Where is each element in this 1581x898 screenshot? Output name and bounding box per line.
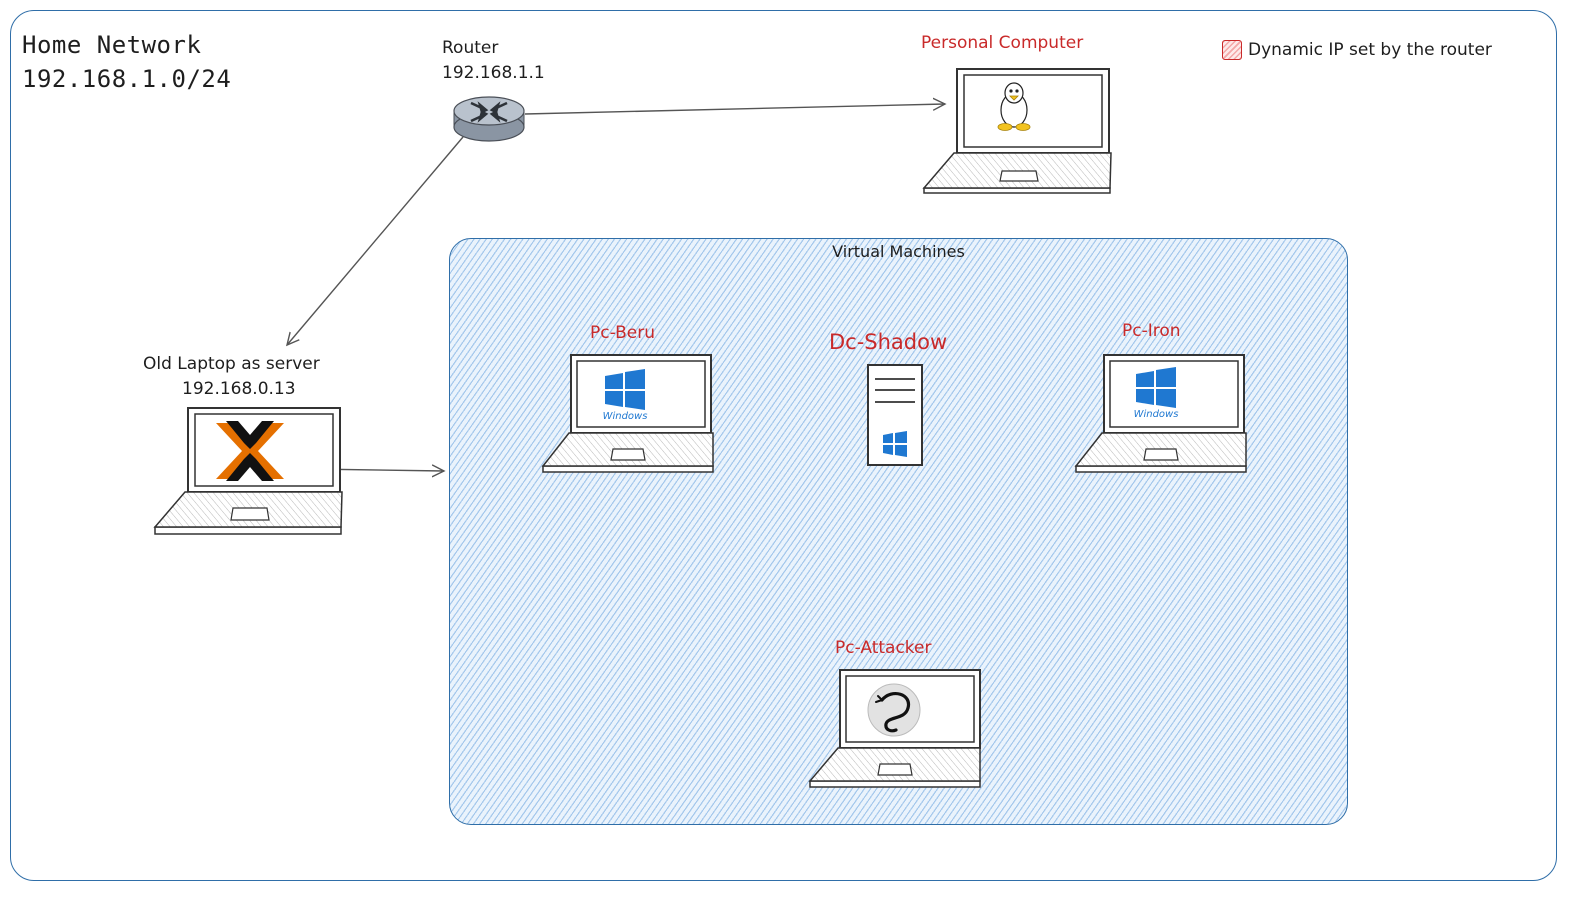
router-ip: 192.168.1.1: [442, 63, 545, 83]
personal-computer-laptop[interactable]: [922, 68, 1116, 194]
home-network-frame: [10, 10, 1557, 881]
network-title-block: Home Network 192.168.1.0/24: [22, 28, 231, 96]
kali-dragon-icon: [867, 683, 921, 737]
vm-shadow-server-tower[interactable]: [867, 364, 923, 466]
server-label: Old Laptop as server: [143, 354, 320, 374]
vm-attacker-laptop[interactable]: [808, 669, 981, 788]
connector-router-to-pc[interactable]: [524, 104, 945, 115]
vm-beru-label: Pc-Beru: [590, 323, 656, 343]
vm-iron-os-label: Windows: [1134, 409, 1179, 420]
proxmox-icon: [216, 421, 284, 481]
personal-computer-label: Personal Computer: [921, 33, 1084, 53]
connector-router-to-server[interactable]: [287, 136, 464, 345]
vm-beru-os-label: Windows: [603, 411, 648, 422]
vm-beru-laptop[interactable]: Windows: [541, 354, 714, 473]
legend-text: Dynamic IP set by the router: [1248, 40, 1492, 60]
legend: Dynamic IP set by the router: [1222, 40, 1492, 60]
windows-icon: [883, 431, 907, 457]
vm-iron-label: Pc-Iron: [1122, 321, 1181, 341]
legend-swatch: [1222, 40, 1242, 60]
vm-iron-laptop[interactable]: Windows: [1074, 354, 1247, 473]
windows-icon: Windows: [1134, 367, 1179, 420]
router-label: Router: [442, 38, 499, 58]
server-ip: 192.168.0.13: [182, 379, 296, 399]
virtual-machines-title: Virtual Machines: [832, 242, 965, 261]
network-subnet: 192.168.1.0/24: [22, 65, 232, 93]
server-laptop[interactable]: [153, 407, 343, 535]
windows-icon: Windows: [603, 369, 648, 422]
network-title: Home Network: [22, 31, 202, 59]
router-icon[interactable]: [453, 96, 525, 142]
vm-attacker-label: Pc-Attacker: [835, 638, 932, 658]
linux-tux-icon: [997, 82, 1031, 131]
vm-shadow-label: Dc-Shadow: [829, 330, 948, 354]
